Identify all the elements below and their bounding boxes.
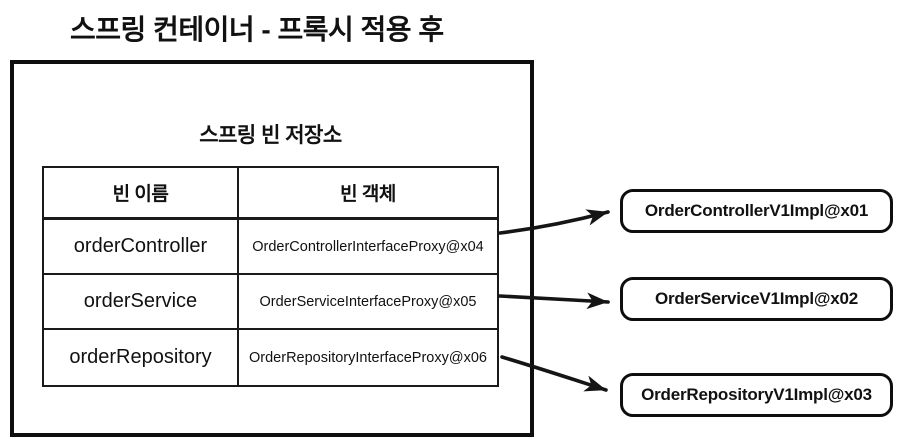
table-row-order-controller: orderController OrderControllerInterface… — [44, 220, 497, 275]
bean-store-title: 스프링 빈 저장소 — [199, 124, 342, 147]
target-box-order-controller-impl: OrderControllerV1Impl@x01 — [620, 189, 893, 233]
bean-object-cell: OrderControllerInterfaceProxy@x04 — [252, 238, 484, 255]
bean-table: 빈 이름 빈 객체 orderController OrderControlle… — [42, 166, 499, 387]
spring-container-box: 스프링 빈 저장소 빈 이름 빈 객체 orderController Orde… — [10, 60, 534, 437]
target-box-label: OrderControllerV1Impl@x01 — [644, 201, 869, 220]
target-box-label: OrderRepositoryV1Impl@x03 — [641, 385, 872, 404]
target-box-order-repository-impl: OrderRepositoryV1Impl@x03 — [620, 373, 893, 417]
bean-object-cell: OrderRepositoryInterfaceProxy@x06 — [249, 349, 487, 366]
target-box-label: OrderServiceV1Impl@x02 — [654, 289, 859, 308]
bean-object-cell: OrderServiceInterfaceProxy@x05 — [259, 293, 477, 310]
header-cell-bean-name: 빈 이름 — [44, 168, 239, 217]
bean-name-cell: orderService — [44, 275, 239, 328]
bean-name-cell: orderRepository — [44, 330, 239, 385]
bean-table-header-row: 빈 이름 빈 객체 — [44, 168, 497, 220]
target-box-order-service-impl: OrderServiceV1Impl@x02 — [620, 277, 893, 321]
table-row-order-repository: orderRepository OrderRepositoryInterface… — [44, 330, 497, 385]
page-title: 스프링 컨테이너 - 프록시 적용 후 — [70, 14, 444, 45]
header-cell-bean-object: 빈 객체 — [340, 184, 396, 205]
table-row-order-service: orderService OrderServiceInterfaceProxy@… — [44, 275, 497, 330]
bean-name-cell: orderController — [44, 220, 239, 273]
